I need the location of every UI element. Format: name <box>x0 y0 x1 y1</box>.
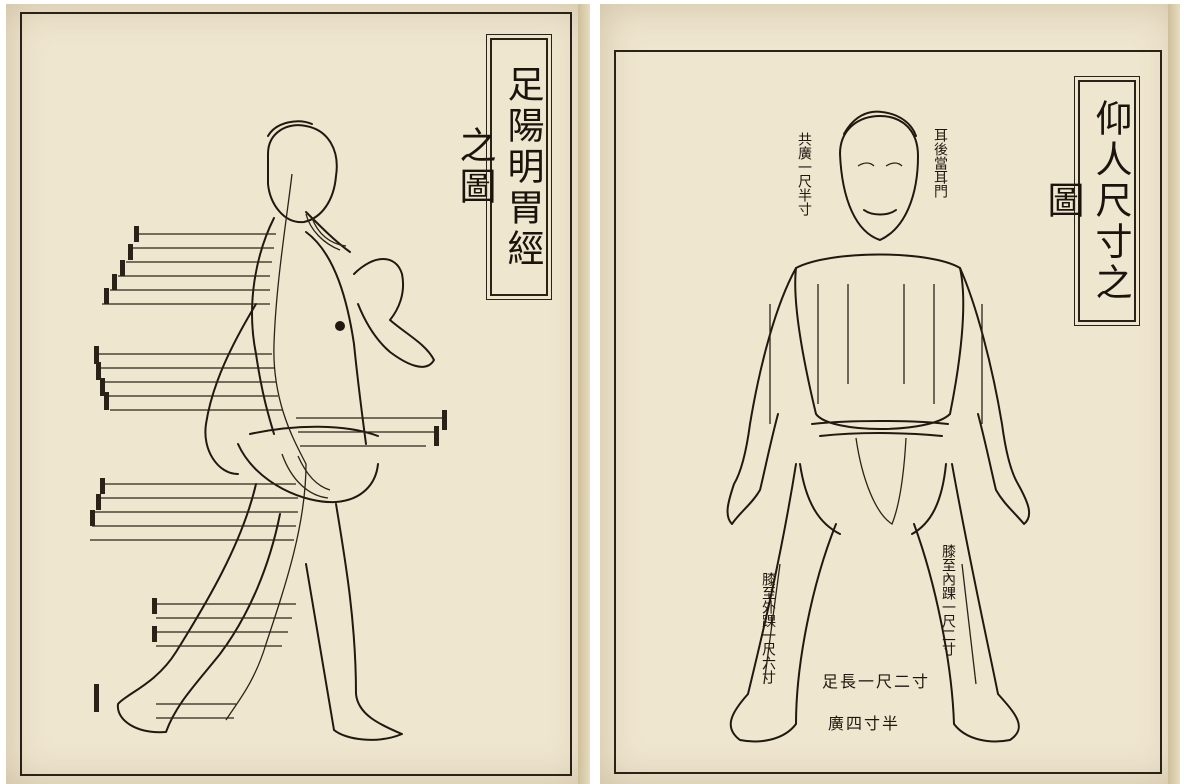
body-measurement-figure <box>600 4 1180 784</box>
right-book-page: 仰人尺寸之圖 耳後當耳門 共廣一尺半寸 膝至外踝一尺六寸 膝至內踝一尺二寸 足長… <box>600 4 1180 784</box>
page-spine-edge <box>578 4 590 784</box>
page-spine-edge <box>1168 4 1180 784</box>
stomach-meridian-figure <box>6 4 590 784</box>
left-book-page: 足陽明胃經之圖 <box>6 4 590 784</box>
